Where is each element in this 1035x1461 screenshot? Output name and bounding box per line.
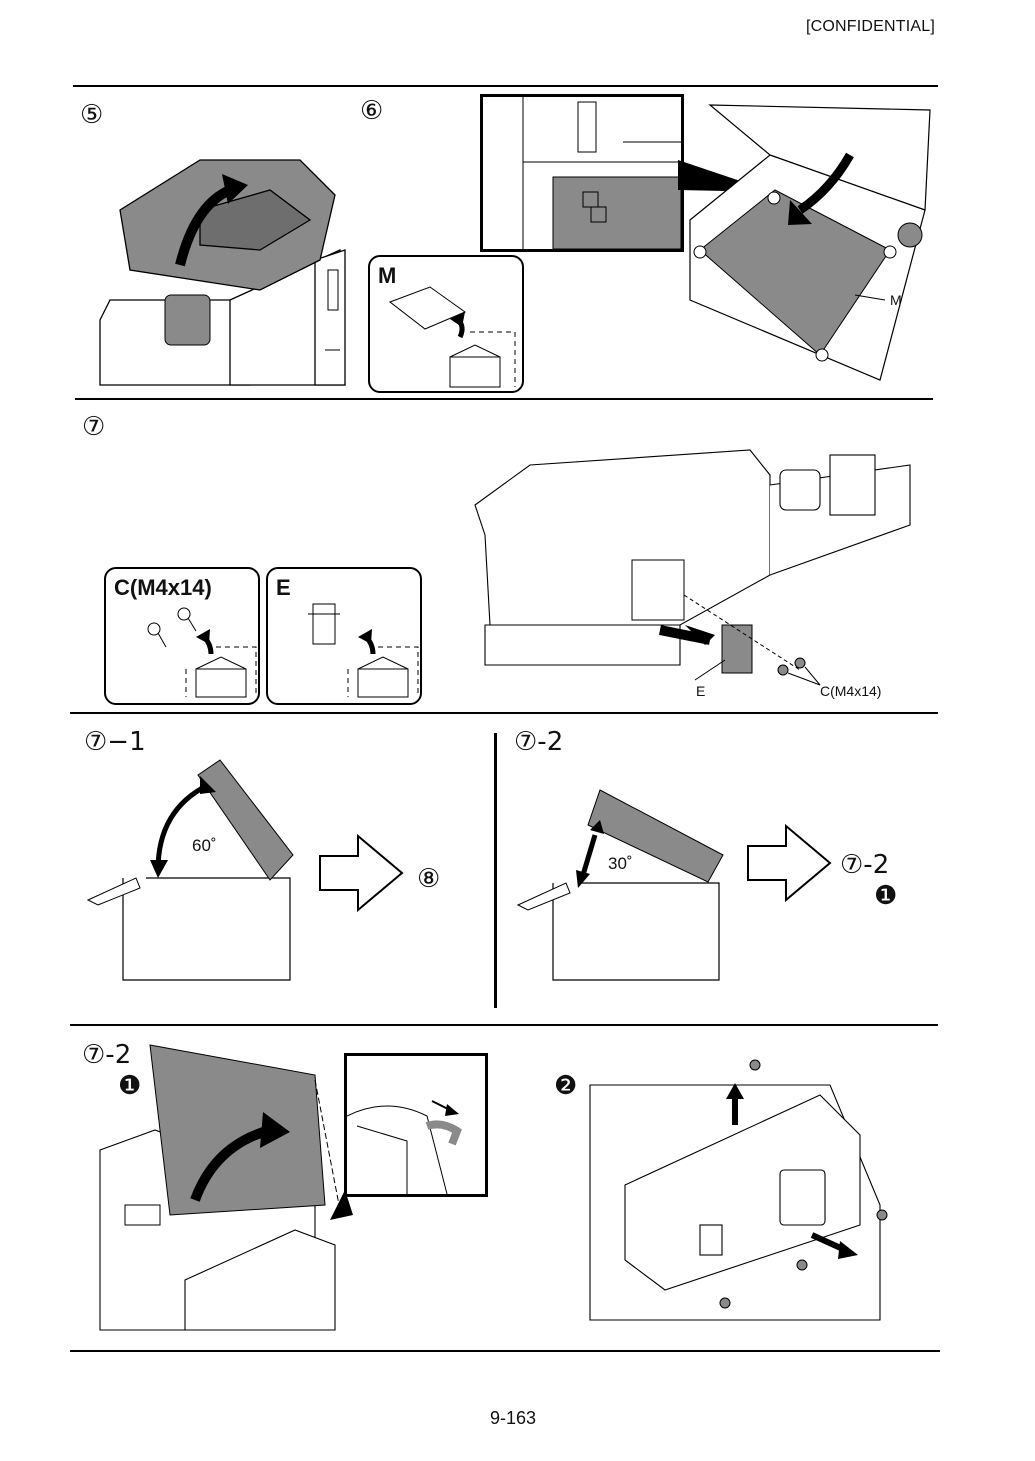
latch-detail-inset [344, 1053, 488, 1197]
step-7-1-number: ⑦−1 [84, 727, 146, 757]
part-c-label: C(M4x14) [114, 575, 212, 600]
step-7-2-number: ⑦-2 [514, 727, 564, 757]
part-e-label: E [276, 575, 291, 600]
unpack-arrow-icon-c [196, 629, 210, 644]
mfp-open-document-feeder-figure [99, 159, 346, 386]
substep-2-marker: ❷ [554, 1071, 578, 1101]
column-divider [494, 733, 497, 1008]
detail-inset-box [480, 94, 684, 252]
open-cover-arrow-icon [260, 1112, 290, 1148]
unpack-arrow-icon-e [358, 629, 372, 644]
screw-c-1 [777, 664, 789, 676]
angle-60-diagram [86, 759, 294, 981]
part-c-box: C(M4x14) [104, 567, 260, 705]
part-m-callout: M [890, 292, 902, 308]
part-m-label: M [378, 263, 397, 288]
section-rule-3 [70, 712, 938, 714]
part-m-box: M [368, 255, 524, 393]
bracket-e-icon [312, 603, 336, 645]
goto-substep-1: ❶ [874, 881, 898, 911]
section-rule-2 [75, 398, 933, 400]
bracket-install-figure [474, 449, 911, 686]
next-arrow-icon-2 [747, 823, 832, 903]
screw-top [749, 1059, 761, 1071]
step-7-2-number-b: ⑦-2 [82, 1040, 132, 1070]
unpack-arrow-icon [450, 312, 465, 327]
step-6-number: ⑥ [360, 96, 384, 126]
screw-right [876, 1209, 888, 1221]
remove-cover-screws-figure [589, 1059, 888, 1321]
page-number: 9-163 [490, 1408, 537, 1428]
lift-arrow-icon [222, 174, 248, 204]
goto-step-7-2: ⑦-2 [840, 850, 890, 880]
control-panel-icon [164, 294, 211, 346]
pull-out-arrow-icon [838, 1241, 858, 1259]
part-e-callout: E [696, 683, 706, 699]
screw-front [796, 1259, 808, 1271]
section-rule-bottom [70, 1350, 940, 1352]
angle-60-label: 60˚ [192, 836, 217, 855]
platen-mat-figure [689, 104, 931, 381]
section-rule-4 [70, 1024, 938, 1026]
next-arrow-icon [319, 833, 404, 913]
angle-30-diagram [516, 789, 724, 981]
mounting-slot [631, 559, 685, 621]
close-cover-arrow-icon [788, 200, 812, 225]
part-c-callout: C(M4x14) [820, 683, 882, 699]
substep-1-marker: ❶ [118, 1071, 142, 1101]
screw-bottom [719, 1297, 731, 1309]
mat-sheet-icon [388, 286, 467, 330]
confidential-label: [CONFIDENTIAL] [805, 18, 935, 35]
goto-step-8: ⑧ [417, 864, 441, 894]
step-7-number: ⑦ [82, 412, 106, 442]
step-5-number: ⑤ [80, 100, 104, 130]
screw-c-2 [794, 657, 806, 669]
angle-30-label: 30˚ [608, 854, 633, 873]
part-e-box: E [266, 567, 422, 705]
up-arrow-icon [726, 1083, 744, 1099]
open-feeder-cover-figure [99, 1044, 353, 1331]
section-rule-top [73, 85, 938, 87]
bracket-e-part [721, 624, 753, 674]
